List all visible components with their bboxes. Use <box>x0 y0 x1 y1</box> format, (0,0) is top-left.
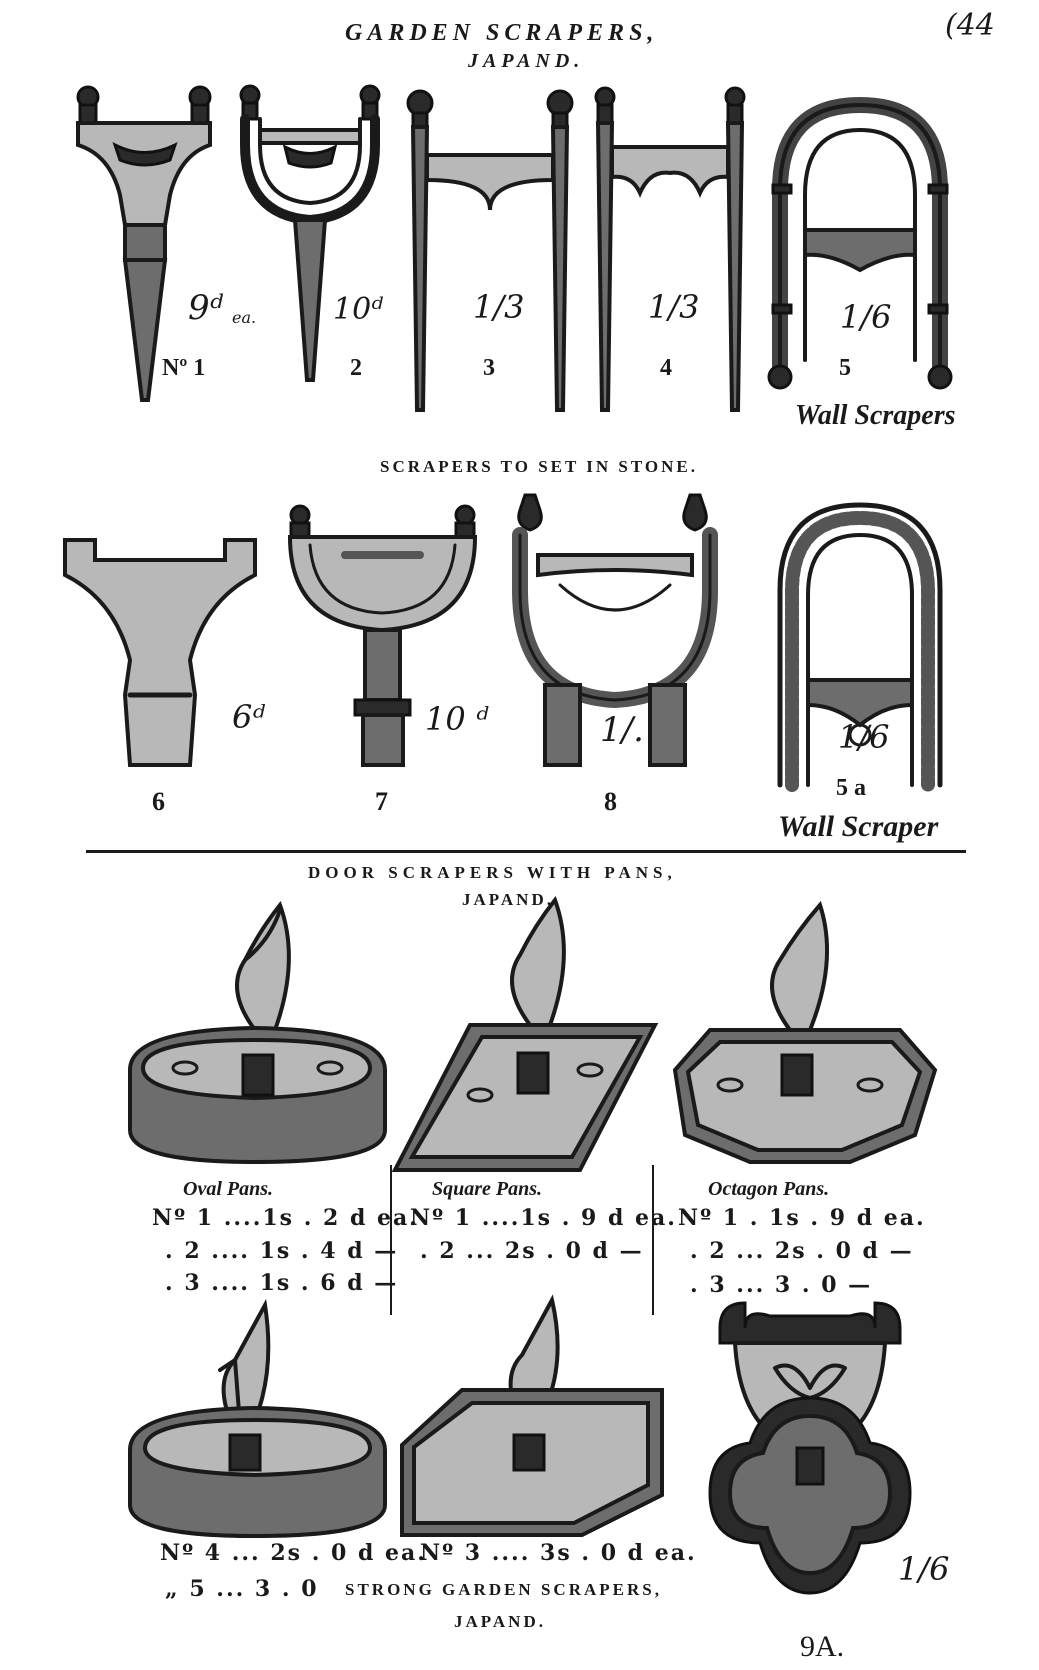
page-number: (44 <box>945 8 995 43</box>
strong-round-pan-scraper-illustration <box>128 1298 387 1539</box>
octagon-pans-row-2: . 2 ... 2s . 0 d — <box>690 1238 914 1264</box>
item-3-number: 3 <box>483 355 495 381</box>
section1-subtitle: JAPAND. <box>468 50 585 72</box>
stone-scraper-7-illustration <box>287 504 478 767</box>
oval-pans-row-2: . 2 .... 1s . 4 d — <box>165 1238 399 1264</box>
section-divider <box>86 850 966 853</box>
wall-scraper-5a-illustration <box>777 502 943 792</box>
item-5a-price: 1/6 <box>838 718 890 756</box>
item-9a-number: 9A. <box>800 1630 845 1663</box>
stone-scraper-8-illustration <box>512 493 718 767</box>
octagon-pan-scraper-illustration <box>672 901 938 1164</box>
square-pans-row-2: . 2 ... 2s . 0 d — <box>420 1238 644 1264</box>
item-7-number: 7 <box>375 787 388 816</box>
item-5a-caption: Wall Scraper <box>778 810 939 843</box>
strong-scraper-row-1: Nº 4 ... 2s . 0 d ea. <box>160 1540 427 1566</box>
item-1-price: 9ᵈ <box>188 288 224 328</box>
item-1-price-note: ea. <box>232 308 257 327</box>
item-2-number: 2 <box>350 355 362 381</box>
garden-scraper-4-illustration <box>594 86 746 412</box>
wall-scraper-5-illustration <box>767 97 953 390</box>
section2-title: SCRAPERS TO SET IN STONE. <box>380 457 698 476</box>
square-pans-row-1: Nº 1 ....1s . 9 d ea. <box>410 1205 677 1231</box>
octagon-pans-heading: Octagon Pans. <box>708 1178 830 1200</box>
strong-quatrefoil-scraper-9a-illustration <box>708 1301 912 1595</box>
item-2-price: 10ᵈ <box>333 292 384 327</box>
square-pans-heading: Square Pans. <box>432 1178 543 1200</box>
item-5-caption: Wall Scrapers <box>795 400 956 431</box>
item-8-price: 1/. <box>600 710 644 750</box>
item-5-number: 5 <box>839 355 851 381</box>
item-3-price: 1/3 <box>473 288 525 326</box>
square-pan-scraper-illustration <box>391 895 659 1172</box>
item-4-number: 4 <box>660 355 672 381</box>
oval-pans-row-3: . 3 .... 1s . 6 d — <box>165 1270 399 1296</box>
strong-scraper-row-3: „ 5 ... 3 . 0 <box>165 1576 319 1602</box>
strong-square-pan-scraper-illustration <box>400 1294 664 1537</box>
section4-subtitle: JAPAND. <box>454 1612 546 1631</box>
octagon-pans-row-3: . 3 ... 3 . 0 — <box>690 1272 873 1298</box>
column-divider-1 <box>390 1165 392 1315</box>
item-7-price: 10 ᵈ <box>425 700 489 738</box>
item-9a-price: 1/6 <box>898 1550 950 1588</box>
oval-pan-scraper-illustration <box>128 900 387 1165</box>
section3-subtitle: JAPAND. <box>462 890 554 909</box>
item-5a-number: 5 a <box>836 775 866 801</box>
item-6-price: 6ᵈ <box>232 698 266 736</box>
item-8-number: 8 <box>604 787 617 816</box>
garden-scraper-1-illustration <box>76 85 212 402</box>
column-divider-2 <box>652 1165 654 1315</box>
section3-title: DOOR SCRAPERS WITH PANS, <box>308 863 677 882</box>
item-4-price: 1/3 <box>648 288 700 326</box>
garden-scraper-2-illustration <box>239 84 381 382</box>
item-1-number: Nº 1 <box>162 355 206 381</box>
strong-scraper-row-2: Nº 3 .... 3s . 0 d ea. <box>420 1540 697 1566</box>
section1-title: GARDEN SCRAPERS, <box>345 20 659 46</box>
octagon-pans-row-1: Nº 1 . 1s . 9 d ea. <box>678 1205 926 1231</box>
section4-title: STRONG GARDEN SCRAPERS, <box>345 1580 662 1599</box>
garden-scraper-3-illustration <box>406 89 574 412</box>
oval-pans-heading: Oval Pans. <box>183 1178 273 1200</box>
oval-pans-row-1: Nº 1 ....1s . 2 d ea. <box>152 1205 419 1231</box>
stone-scraper-6-illustration <box>63 538 257 767</box>
item-6-number: 6 <box>152 787 165 816</box>
item-5-price: 1/6 <box>840 298 892 336</box>
